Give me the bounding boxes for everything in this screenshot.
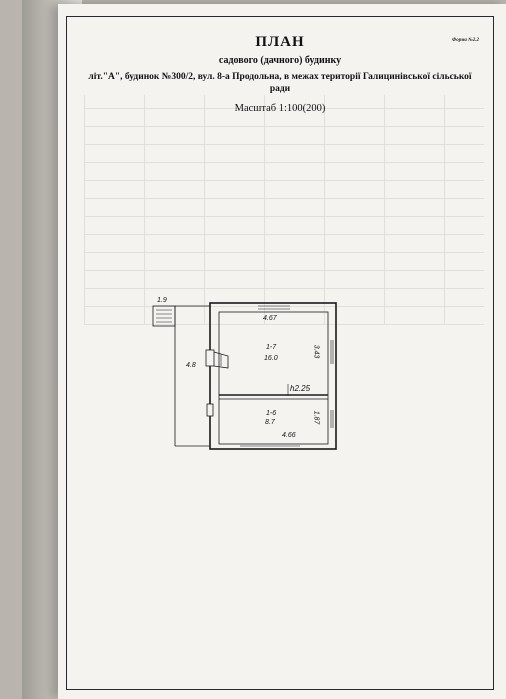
document-subtitle: садового (дачного) будинку	[218, 55, 342, 66]
form-number: Форма №2.2	[452, 38, 480, 43]
show-through-table	[84, 95, 484, 325]
document-scale: Масштаб 1:100(200)	[234, 103, 326, 114]
door-lower-icon	[206, 403, 214, 417]
building-walls	[209, 302, 337, 450]
ceiling-height-label: h2.25	[290, 384, 311, 393]
door-icon	[205, 349, 229, 369]
room1-width-label: 4.67	[263, 315, 277, 322]
document-frame	[66, 16, 494, 690]
document-address: літ."А", будинок №300/2, вул. 8-а Продол…	[88, 72, 472, 94]
room1-height-label: 3.43	[312, 344, 320, 359]
window-right-lower	[330, 410, 334, 428]
room2-width-label: 4.66	[282, 432, 296, 439]
room2-id-label: 1-6	[266, 410, 277, 417]
document-title: ПЛАН	[255, 34, 305, 50]
stairs	[152, 305, 176, 327]
room2-area-label: 8.7	[265, 419, 275, 426]
porch-outline	[174, 305, 210, 447]
document-page	[58, 4, 506, 699]
window-top	[258, 305, 290, 310]
room1-area-label: 16.0	[264, 355, 278, 362]
room1-id-label: 1-7	[266, 344, 277, 351]
stair-width-label: 1.9	[157, 297, 167, 304]
window-right-upper	[330, 340, 334, 364]
left-wall-label: 4.8	[186, 362, 196, 369]
room2-height-label: 1.87	[312, 410, 320, 425]
